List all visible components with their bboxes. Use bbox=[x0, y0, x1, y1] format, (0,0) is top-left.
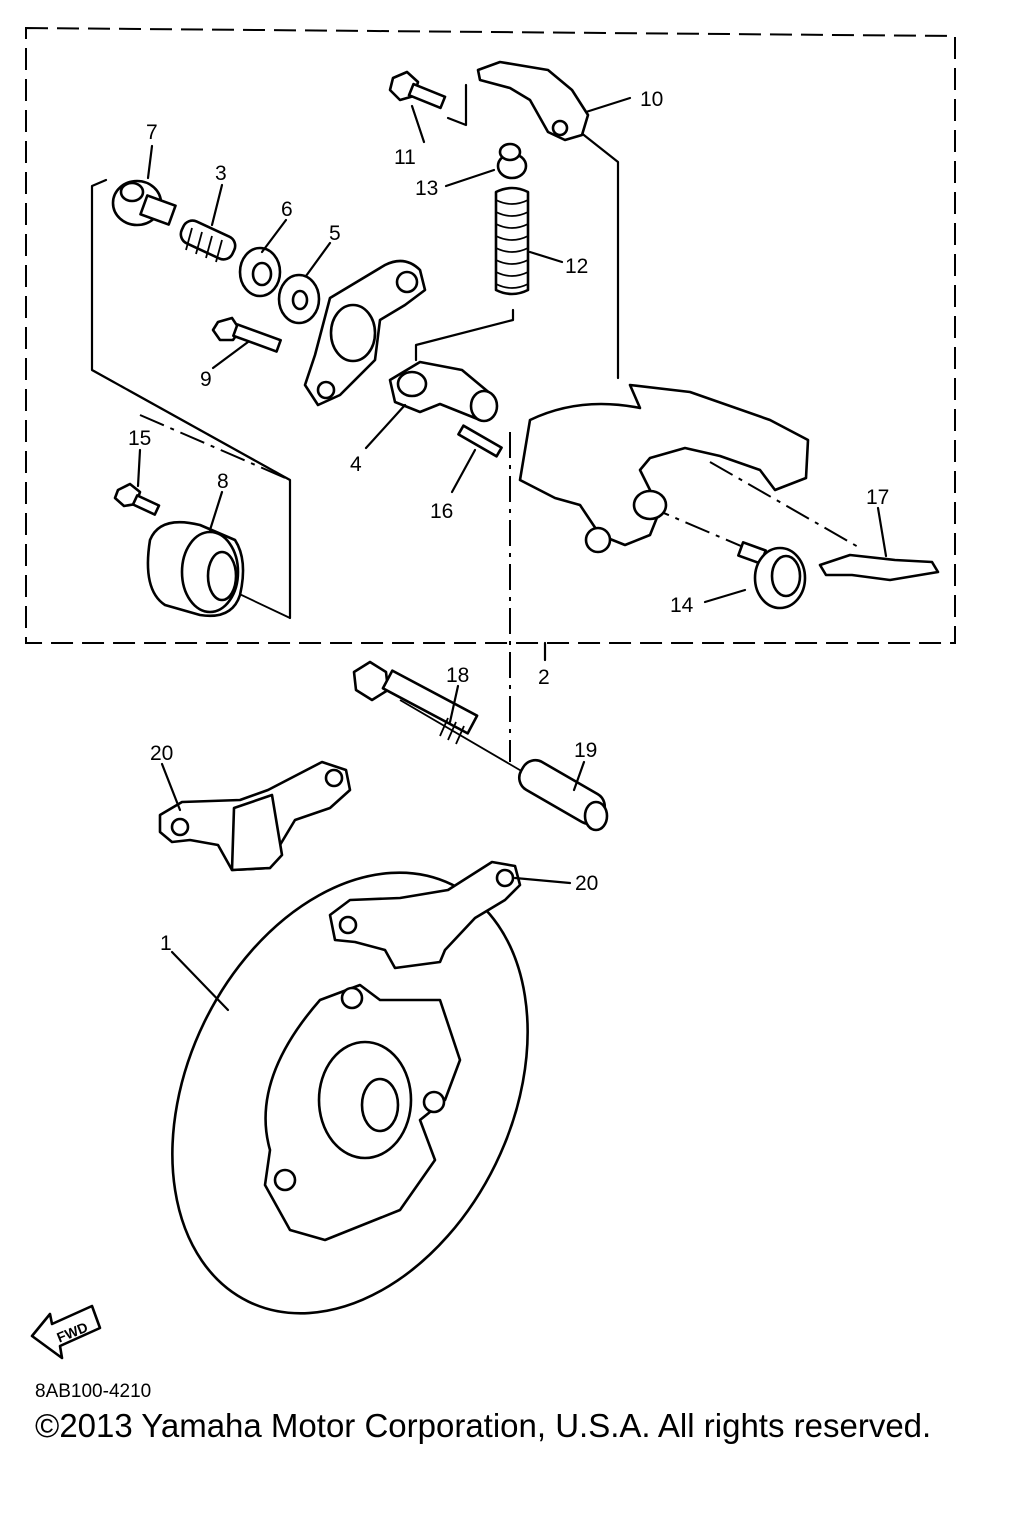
callout-3: 3 bbox=[215, 162, 227, 185]
part-6-lock-washer bbox=[238, 246, 282, 298]
part-1-brake-disc bbox=[171, 871, 529, 1315]
alignment-lines bbox=[90, 83, 861, 777]
part-3-screw bbox=[179, 219, 237, 263]
callout-16: 16 bbox=[430, 500, 453, 523]
part-14-pad-pin bbox=[737, 541, 807, 610]
caliper-assembly-boundary bbox=[25, 26, 956, 644]
part-8-cover bbox=[146, 520, 245, 618]
part-7-adjuster bbox=[111, 179, 177, 227]
copyright-notice: ©2013 Yamaha Motor Corporation, U.S.A. A… bbox=[35, 1407, 932, 1444]
part-20-brake-pad-lower bbox=[328, 860, 522, 970]
callout-leaders bbox=[136, 96, 888, 1012]
fwd-arrow-icon: FWD bbox=[30, 1304, 102, 1360]
callout-7: 7 bbox=[146, 121, 158, 144]
callout-11: 11 bbox=[394, 146, 416, 169]
part-20-brake-pad-upper bbox=[158, 760, 352, 872]
callout-20-upper: 20 bbox=[150, 742, 173, 765]
callout-12: 12 bbox=[565, 255, 588, 278]
part-19-collar bbox=[517, 758, 609, 832]
callout-14: 14 bbox=[670, 594, 694, 617]
callout-4: 4 bbox=[350, 453, 362, 476]
part-10-bracket bbox=[476, 60, 590, 142]
callout-5: 5 bbox=[329, 222, 341, 245]
part-13-plunger-cap bbox=[496, 142, 528, 180]
callout-1: 1 bbox=[160, 932, 172, 955]
callout-2: 2 bbox=[538, 666, 550, 689]
part-18-bolt bbox=[352, 660, 479, 745]
callout-labels: 1 2 3 4 5 6 7 8 9 10 11 12 13 14 15 16 1… bbox=[128, 88, 889, 955]
drawing-code: 8AB100-4210 bbox=[35, 1381, 152, 1402]
callout-8: 8 bbox=[217, 470, 229, 493]
part-4-cam-shaft bbox=[388, 360, 499, 423]
part-15-bolt bbox=[113, 482, 161, 516]
part-11-bolt bbox=[388, 70, 447, 110]
part-12-spring bbox=[494, 186, 530, 296]
callout-18: 18 bbox=[446, 664, 469, 687]
part-17-pad-spring bbox=[818, 553, 940, 582]
part-5-washer bbox=[277, 273, 321, 325]
part-adjuster-housing bbox=[303, 259, 427, 407]
callout-19: 19 bbox=[574, 739, 597, 762]
callout-9: 9 bbox=[200, 368, 212, 391]
part-9-bolt bbox=[211, 316, 282, 353]
callout-13: 13 bbox=[415, 177, 438, 200]
part-caliper-body bbox=[518, 383, 810, 554]
part-16-pin bbox=[457, 424, 503, 458]
callout-15: 15 bbox=[128, 427, 151, 450]
callout-17: 17 bbox=[866, 486, 889, 509]
callout-20-lower: 20 bbox=[575, 872, 598, 895]
callout-10: 10 bbox=[640, 88, 663, 111]
callout-6: 6 bbox=[281, 198, 293, 221]
